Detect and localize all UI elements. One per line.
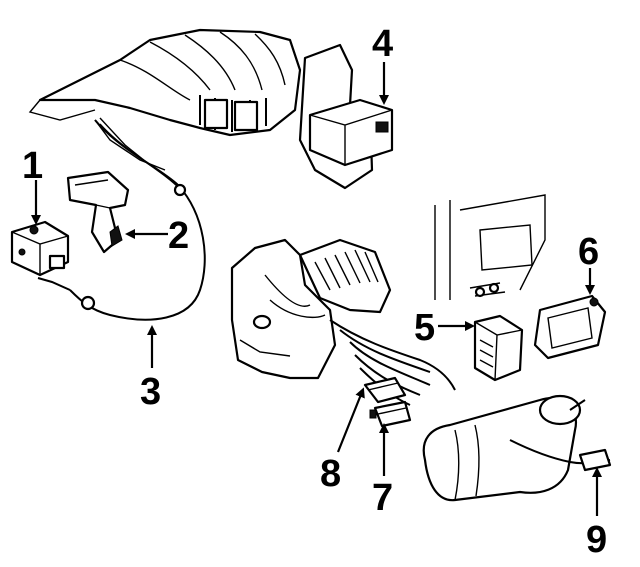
part-5-control-module	[473, 314, 524, 382]
intake-manifold	[28, 28, 302, 171]
part-8-sensor	[363, 376, 407, 404]
part-3-cable	[37, 119, 206, 321]
vehicle-structure	[434, 194, 546, 300]
callout-6-label: 6	[578, 231, 599, 273]
callout-4-label: 4	[372, 23, 393, 65]
wiring-harness	[298, 238, 456, 406]
part-1-actuator	[10, 220, 70, 277]
callout-1-label: 1	[22, 145, 43, 187]
body-panel	[230, 238, 337, 380]
starter-motor	[422, 394, 612, 502]
callout-2-label: 2	[168, 215, 189, 257]
callout-5-label: 5	[414, 307, 435, 349]
callout-8-label: 8	[320, 453, 341, 495]
callout-3-label: 3	[140, 371, 161, 413]
part-2-bracket	[66, 170, 130, 254]
callout-7-label: 7	[372, 477, 393, 519]
part-7-sensor	[369, 400, 412, 428]
part-4-module-bracket	[298, 43, 394, 190]
callout-9-label: 9	[586, 519, 607, 561]
leader-lines	[31, 62, 602, 516]
part-6-control-module	[533, 294, 607, 360]
